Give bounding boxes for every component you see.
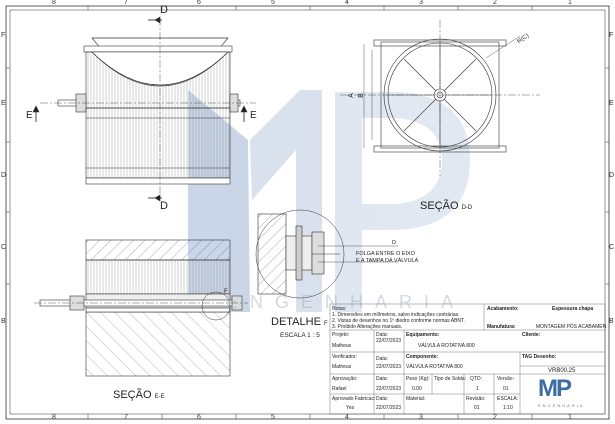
tb-equipamento-value: VÁLVULA ROTATIVA 800 <box>418 343 475 349</box>
zone-top-6: 6 <box>197 0 201 6</box>
tb-qtd-value: 1 <box>476 386 479 392</box>
tb-peso-label: Peso (Kg): <box>406 376 430 382</box>
section-dd-title: SEÇÃO D-D <box>420 200 473 212</box>
dim-d-label: D <box>392 240 396 246</box>
tb-manufatura-value: MONTAGEM PÓS ACABAMEN <box>536 324 607 330</box>
zone-left-d: D <box>1 172 7 179</box>
tb-tag-value: VRB00.25 <box>548 368 576 374</box>
zone-bottom-1: 1 <box>568 414 572 421</box>
tb-tipo-solda-label: Tipo de Solda: <box>434 376 467 382</box>
zone-bottom-2: 2 <box>493 414 497 421</box>
tb-verificador-label: Verificador: <box>332 354 358 360</box>
detail-title: DETALHE F <box>271 316 328 328</box>
tb-nota-1: 1. Dimensões em milímetros, salvo indica… <box>332 312 460 318</box>
zone-top-3: 3 <box>419 0 423 6</box>
section-marker-d-bottom: D <box>160 200 168 212</box>
tb-componente-value: VÁLVULA ROTATIVA 800 <box>406 364 463 370</box>
tb-aprovacao-label: Aprovação: <box>332 376 358 382</box>
tb-material-label: Material: <box>406 396 426 402</box>
tb-data-3: 22/07/2023 <box>376 386 402 392</box>
tb-escala-value: 1:10 <box>503 405 513 411</box>
zone-left-f: F <box>1 32 6 39</box>
logo-tagline: ENGENHARIA <box>538 403 585 408</box>
top-left-view <box>32 16 256 202</box>
tb-acabamento-label: Acabamento: <box>487 306 519 312</box>
tb-data-1: 22/07/2023 <box>376 338 402 344</box>
tb-aprovacao-value: Rafael <box>332 386 347 392</box>
zone-top-5: 5 <box>271 0 275 6</box>
zone-top-4: 4 <box>345 0 349 6</box>
tb-equipamento-label: Equipamento: <box>406 332 440 338</box>
zone-bottom-6: 6 <box>197 414 201 421</box>
zone-left-b: B <box>1 318 6 325</box>
zone-top-7: 7 <box>124 0 128 6</box>
sheet-border <box>5 5 610 420</box>
tb-versao-label: Versão: <box>497 376 514 382</box>
tb-data-2: 22/07/2023 <box>376 364 402 370</box>
tb-aprov-fab-label: Aprovado Fabricac: <box>332 396 376 402</box>
folga-note-line1: FOLGA ENTRE O EIXO <box>356 251 415 257</box>
zone-right-e: E <box>609 100 614 107</box>
title-block-grid <box>329 303 606 415</box>
tb-peso-value: 0.00 <box>412 386 422 392</box>
tb-aprov-fab-value: Yes <box>346 405 355 411</box>
tb-nota-2: 2. Vistas de desenhos no 1º diedro confo… <box>332 318 465 324</box>
tb-qtd-label: QTD: <box>470 376 482 382</box>
section-marker-d-top: D <box>160 4 168 16</box>
section-marker-e-left: E <box>26 110 33 121</box>
section-ee-title: SEÇÃO E-E <box>113 389 165 401</box>
tb-tag-label: TAG Desenho: <box>522 354 557 360</box>
tb-data-label-4: Data: <box>376 396 388 402</box>
section-ee-view <box>34 239 248 377</box>
section-dd-view <box>340 20 540 176</box>
tb-verificador-value: Matheus <box>332 364 352 370</box>
tb-cliente-label: Cliente: <box>522 332 541 338</box>
folga-note-line2: E A TAMPA DA VÁLVULA <box>356 258 419 264</box>
detail-scale: ESCALA 1 : 5 <box>280 332 320 339</box>
tb-escala-label: ESCALA: <box>497 396 519 402</box>
zone-right-b: B <box>609 318 614 325</box>
tb-versao-value: 01 <box>503 386 509 392</box>
logo-letters: MP <box>538 375 572 402</box>
zone-top-2: 2 <box>493 0 497 6</box>
dim-a-label: A <box>347 93 355 98</box>
company-logo: MP ENGENHARIA <box>534 375 594 411</box>
zone-right-d: D <box>609 172 615 179</box>
tb-espessura-label: Espessura chapa <box>552 306 594 312</box>
tb-data-label-1: Data: <box>376 332 388 338</box>
zone-bottom-3: 3 <box>419 414 423 421</box>
tb-data-4: 22/07/2023 <box>376 405 402 411</box>
zone-bottom-5: 5 <box>271 414 275 421</box>
zone-top-1: 1 <box>568 0 572 6</box>
tb-data-label-2: Data: <box>376 356 388 362</box>
zone-bottom-7: 7 <box>124 414 128 421</box>
dim-b-label: B <box>357 93 365 98</box>
zone-left-e: E <box>1 100 6 107</box>
detail-marker-f: F <box>224 289 228 295</box>
watermark-tagline: ENGENHARIA <box>226 292 466 312</box>
tb-notas-label: Notas: <box>332 306 347 312</box>
tb-projeto-label: Projeto: <box>332 332 350 338</box>
tb-projeto-value: Matheus <box>332 343 352 349</box>
section-marker-e-right: E <box>250 110 257 121</box>
tb-revisao-value: 01 <box>474 405 480 411</box>
tb-manufatura-label: Manufatura: <box>487 324 516 330</box>
detail-f-view <box>255 209 398 299</box>
tb-componente-label: Componente: <box>406 354 439 360</box>
tb-revisao-label: Revisão: <box>466 396 486 402</box>
zone-bottom-4: 4 <box>345 414 349 421</box>
tb-data-label-3: Data: <box>376 376 388 382</box>
tb-nota-3: 3. Proibido Alterações manuais. <box>332 324 403 330</box>
zone-right-f: F <box>609 32 614 39</box>
zone-top-8: 8 <box>52 0 56 6</box>
zone-right-c: C <box>609 244 615 251</box>
zone-left-c: C <box>1 244 7 251</box>
zone-bottom-8: 8 <box>52 414 56 421</box>
